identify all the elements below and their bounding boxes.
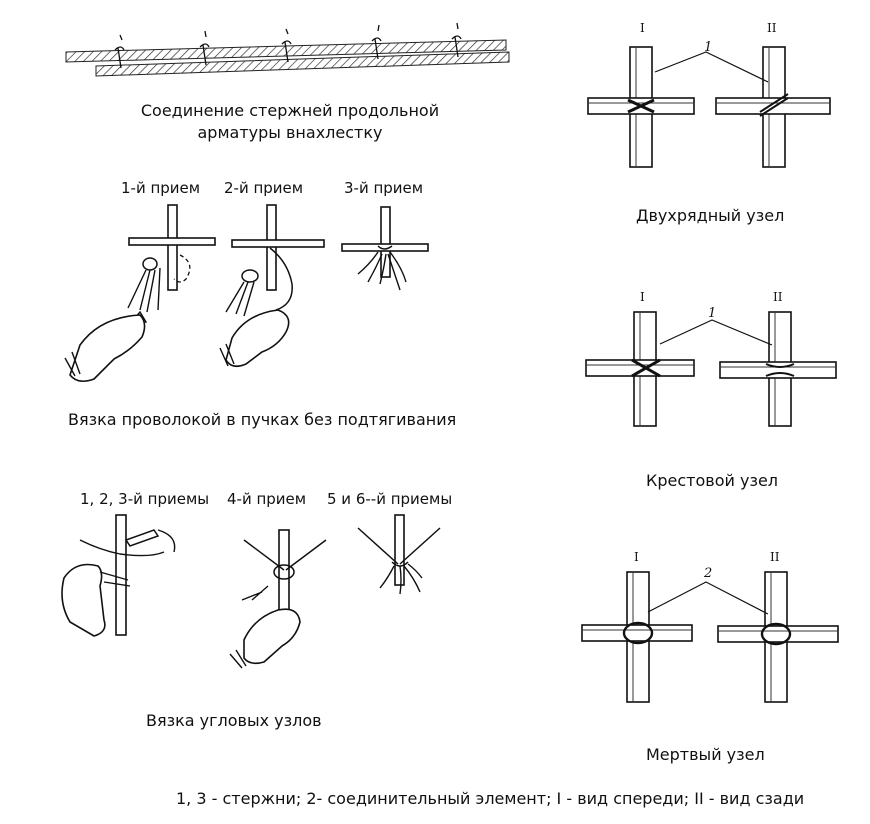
overlap-caption-line1: Соединение стержней продольной	[140, 101, 440, 120]
knot-two-row-view-back: II	[767, 21, 777, 35]
knot-cross-view-back: II	[773, 290, 783, 304]
knot-cross-drawing	[585, 311, 837, 427]
corner-step-1-3-label: 1, 2, 3-й приемы	[80, 490, 210, 508]
knot-dead-caption: Мертвый узел	[646, 745, 765, 764]
knot-cross-caption: Крестовой узел	[646, 471, 779, 490]
overlap-caption: Соединение стержней продольной арматуры …	[130, 100, 450, 143]
bundle-step-3-drawing	[341, 206, 429, 291]
knot-dead-view-front: I	[634, 550, 639, 564]
knot-two-row-caption: Двухрядный узел	[636, 206, 785, 225]
knot-dead-element-number: 2	[704, 566, 713, 581]
corner-step-1-3-drawing	[61, 514, 176, 637]
knot-cross-view-front: I	[640, 290, 645, 304]
knot-two-row-view-front: I	[640, 21, 645, 35]
overlap-caption-line2: арматуры внахлестку	[197, 122, 383, 142]
bundle-step-1-label: 1-й прием	[121, 179, 201, 197]
knot-dead-drawing	[581, 571, 839, 703]
bundle-step-2-drawing	[219, 204, 325, 368]
knot-two-row-drawing	[587, 46, 831, 168]
bundle-step-3-label: 3-й прием	[344, 179, 424, 197]
legend: 1, 3 - стержни; 2- соединительный элемен…	[176, 789, 805, 808]
bundle-caption: Вязка проволокой в пучках без подтягиван…	[68, 410, 457, 429]
knot-two-row-element-number: 1	[704, 40, 713, 55]
bundle-step-1-drawing	[64, 204, 216, 383]
knot-cross-element-number: 1	[708, 306, 717, 321]
corner-step-4-drawing	[229, 529, 327, 669]
corner-step-5-6-label: 5 и 6--й приемы	[327, 490, 453, 508]
knot-dead-view-back: II	[770, 550, 780, 564]
bundle-step-2-label: 2-й прием	[224, 179, 304, 197]
corner-step-5-6-drawing	[357, 514, 441, 595]
corner-step-4-label: 4-й прием	[227, 490, 307, 508]
corner-caption: Вязка угловых узлов	[146, 711, 322, 730]
overlap-rebar-drawing	[65, 22, 510, 77]
